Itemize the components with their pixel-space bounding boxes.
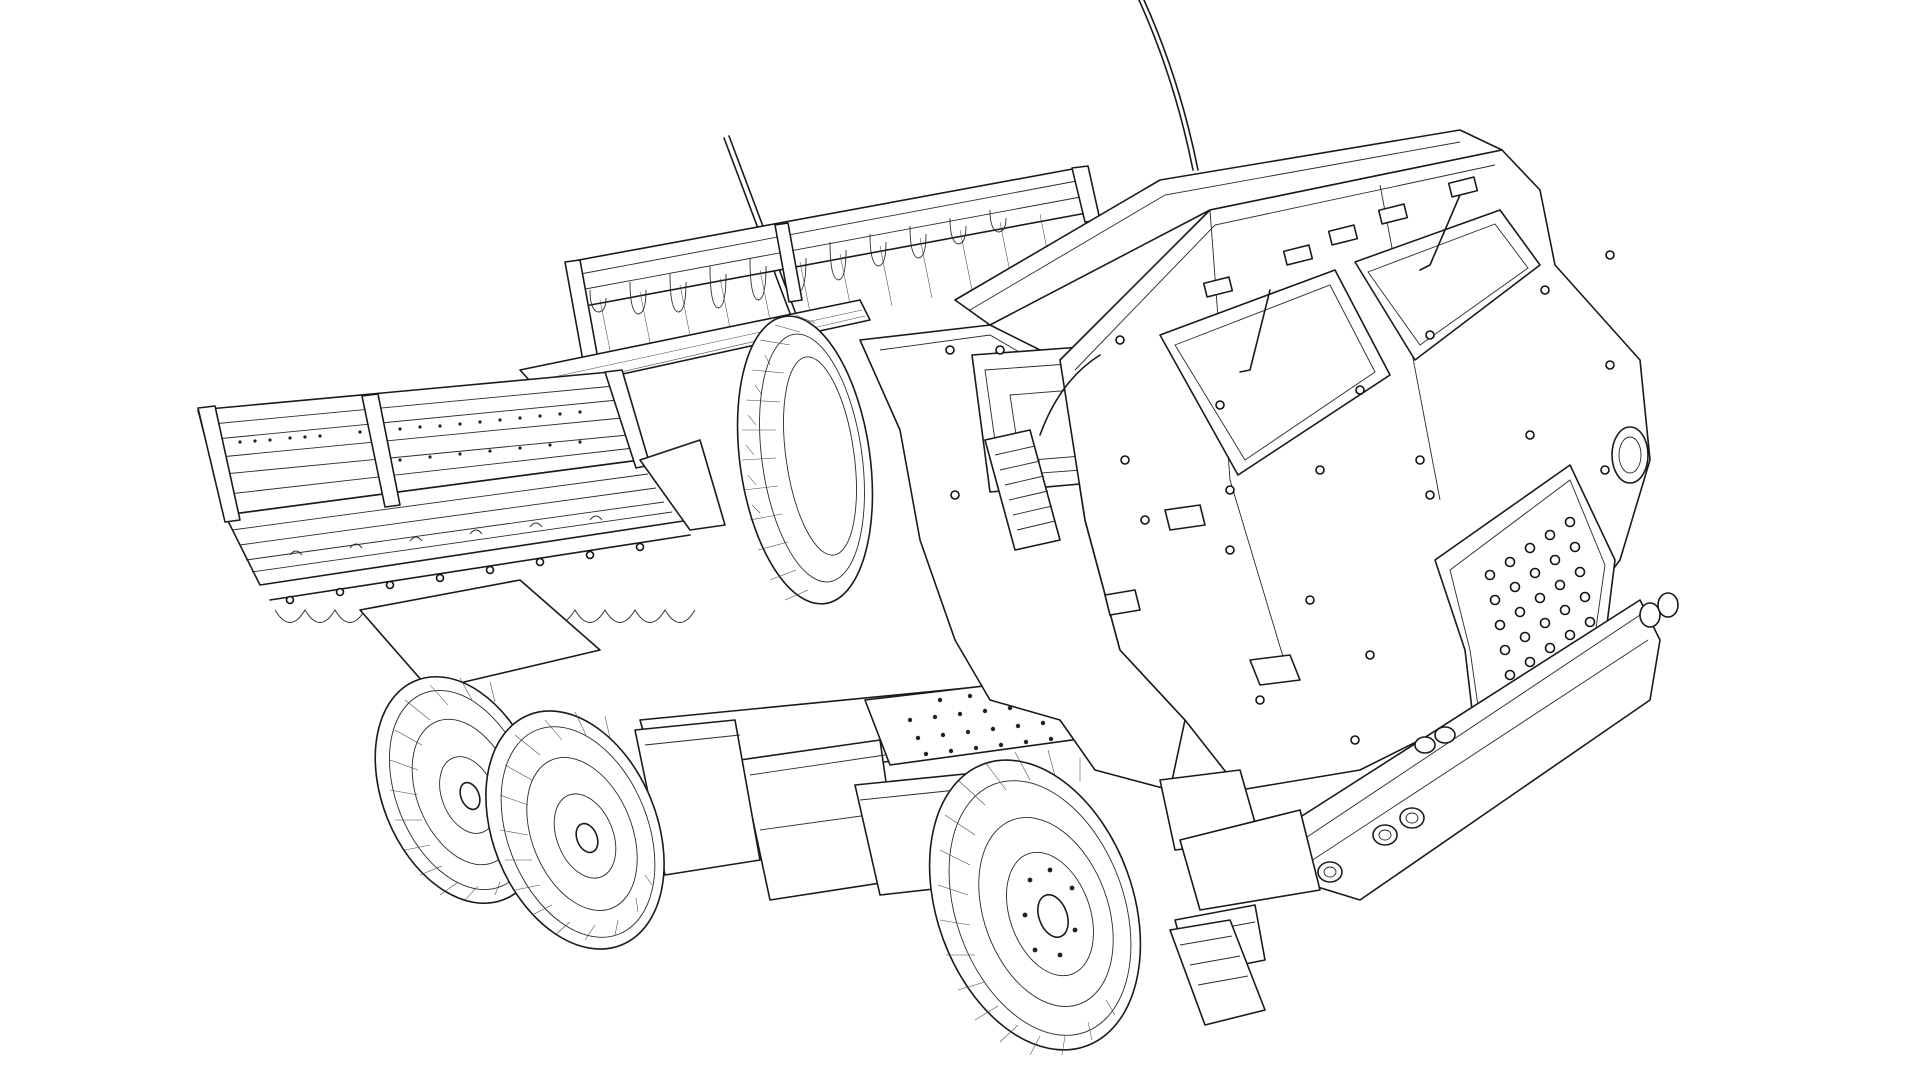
spare-tire: [736, 314, 874, 605]
rear-wheel-2: [485, 710, 665, 950]
front-wheel: [928, 749, 1266, 1056]
cargo-bed: [197, 165, 1101, 623]
antenna-roof: [1138, 0, 1199, 171]
